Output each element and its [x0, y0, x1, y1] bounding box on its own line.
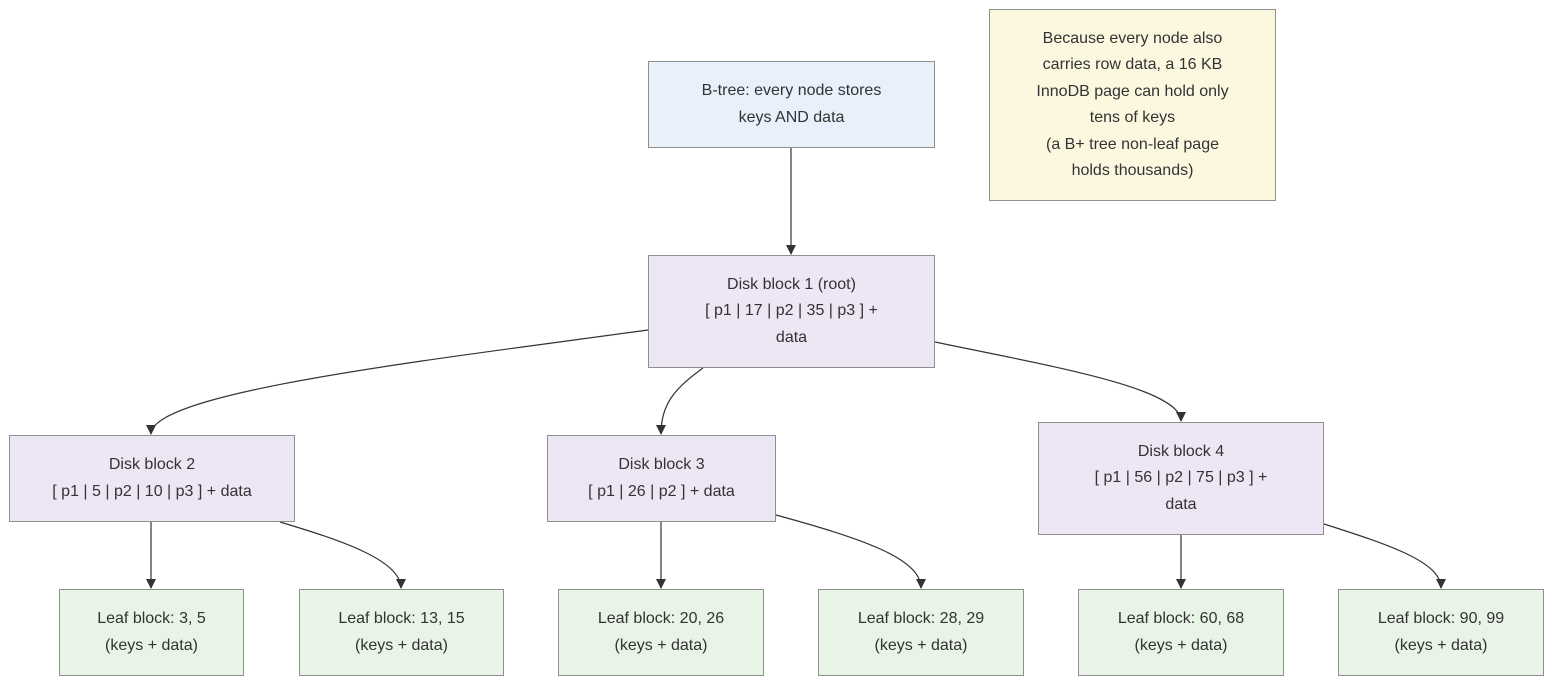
node-text-line: B-tree: every node stores — [701, 82, 882, 99]
node-text-line: carries row data, a 16 KB — [1042, 56, 1223, 73]
node-text-line: Leaf block: 28, 29 — [857, 610, 985, 627]
node-text-line: Disk block 4 — [1137, 442, 1225, 460]
node-text-line: (keys + data) — [614, 636, 708, 654]
node-text-line: (keys + data) — [1134, 636, 1228, 654]
leaf-block-3: Leaf block: 20, 26 (keys + data) — [558, 589, 764, 676]
node-text-line: tens of keys — [1089, 109, 1176, 126]
leaf-block-1: Leaf block: 3, 5 (keys + data) — [59, 589, 244, 676]
node-text-line: Disk block 3 — [618, 456, 705, 473]
node-text-line: holds thousands) — [1071, 162, 1194, 179]
node-text-line: (keys + data) — [1394, 636, 1488, 654]
node-text-line: data — [775, 328, 808, 346]
edge-block2-to-leaf2 — [279, 521, 406, 589]
node-text-line: [ p1 | 56 | p2 | 75 | p3 ] + — [1094, 469, 1268, 487]
node-text-line: Because every node also — [1042, 29, 1223, 47]
edge-root-to-block3 — [656, 367, 704, 435]
note-node: Because every node also carries row data,… — [989, 9, 1276, 201]
node-text-line: (a B+ tree non-leaf page — [1045, 135, 1219, 153]
edge-block3-to-leaf4 — [775, 514, 926, 589]
node-text-line: Leaf block: 60, 68 — [1117, 610, 1245, 627]
node-text-line: keys AND data — [738, 108, 845, 126]
edge-root-to-block2 — [146, 329, 649, 435]
node-text-line: [ p1 | 5 | p2 | 10 | p3 ] + data — [52, 482, 252, 500]
disk-block-1-root: Disk block 1 (root) [ p1 | 17 | p2 | 35 |… — [648, 255, 935, 368]
node-text-line: Disk block 2 — [108, 456, 196, 473]
node-text-line: Leaf block: 20, 26 — [597, 610, 725, 627]
node-text-line: (keys + data) — [105, 636, 198, 654]
node-text-line: Leaf block: 90, 99 — [1377, 610, 1505, 627]
node-text-line: Leaf block: 13, 15 — [338, 610, 465, 627]
node-text-line: (keys + data) — [355, 636, 448, 654]
disk-block-2: Disk block 2 [ p1 | 5 | p2 | 10 | p3 ] + … — [9, 435, 295, 522]
node-text-line: [ p1 | 17 | p2 | 35 | p3 ] + — [705, 302, 878, 320]
btree-title-node: B-tree: every node stores keys AND data — [648, 61, 935, 148]
node-text-line: data — [1165, 495, 1197, 513]
disk-block-4: Disk block 4 [ p1 | 56 | p2 | 75 | p3 ] +… — [1038, 422, 1324, 535]
node-text-line: Leaf block: 3, 5 — [97, 610, 206, 627]
edge-root-to-block4 — [934, 341, 1186, 422]
node-text-line: Disk block 1 (root) — [727, 275, 856, 293]
node-text-line: (keys + data) — [874, 636, 968, 654]
node-text-line: [ p1 | 26 | p2 ] + data — [588, 482, 735, 500]
edge-block4-to-leaf6 — [1323, 523, 1446, 589]
node-text-line: InnoDB page can hold only — [1036, 82, 1229, 100]
leaf-block-6: Leaf block: 90, 99 (keys + data) — [1338, 589, 1544, 676]
leaf-block-4: Leaf block: 28, 29 (keys + data) — [818, 589, 1024, 676]
leaf-block-2: Leaf block: 13, 15 (keys + data) — [299, 589, 504, 676]
leaf-block-5: Leaf block: 60, 68 (keys + data) — [1078, 589, 1284, 676]
disk-block-3: Disk block 3 [ p1 | 26 | p2 ] + data — [547, 435, 776, 522]
